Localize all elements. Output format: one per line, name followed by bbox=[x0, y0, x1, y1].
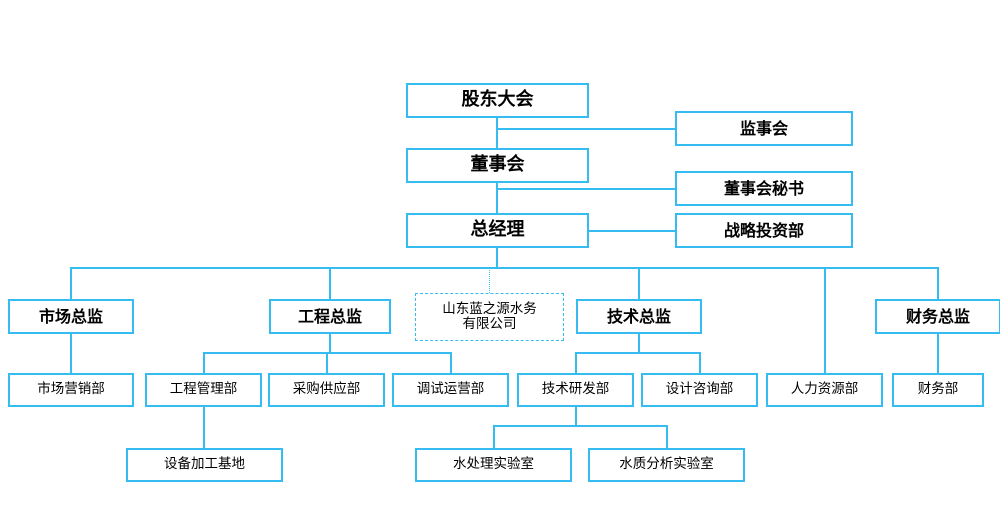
connector-technical-director-down bbox=[638, 334, 640, 352]
connector-labs-bus-to-water-quality bbox=[666, 425, 668, 448]
node-finance-dept[interactable]: 财务部 bbox=[892, 373, 984, 407]
node-engineering-director[interactable]: 工程总监 bbox=[269, 299, 391, 334]
node-rnd-dept[interactable]: 技术研发部 bbox=[517, 373, 634, 407]
connector-tech-bus-to-rnd bbox=[575, 352, 577, 373]
connector-eng-bus-to-mgmt bbox=[203, 352, 205, 373]
node-market-director[interactable]: 市场总监 bbox=[8, 299, 134, 334]
node-finance-director[interactable]: 财务总监 bbox=[875, 299, 1000, 334]
connector-gm-down-trunk bbox=[496, 248, 498, 268]
connector-market-director-down bbox=[70, 334, 72, 373]
node-technical-director[interactable]: 技术总监 bbox=[576, 299, 702, 334]
connector-bus-to-market-director bbox=[70, 267, 72, 299]
node-water-treatment-lab[interactable]: 水处理实验室 bbox=[415, 448, 572, 482]
node-procurement-dept[interactable]: 采购供应部 bbox=[268, 373, 385, 407]
node-board-secretary[interactable]: 董事会秘书 bbox=[675, 171, 853, 206]
node-engineering-mgmt-dept[interactable]: 工程管理部 bbox=[145, 373, 262, 407]
connector-tech-bus-to-design bbox=[699, 352, 701, 373]
connector-engineering-director-down bbox=[329, 334, 331, 352]
connector-gm-to-strategic bbox=[589, 230, 675, 232]
connector-bus-to-finance-director bbox=[937, 267, 939, 299]
node-shareholders[interactable]: 股东大会 bbox=[406, 83, 589, 118]
connector-eng-bus-to-commissioning bbox=[450, 352, 452, 373]
connector-board-down-stub bbox=[496, 183, 498, 213]
connector-bus-to-engineering-director bbox=[329, 267, 331, 299]
connector-labs-bus-to-water-treatment bbox=[493, 425, 495, 448]
node-equipment-base[interactable]: 设备加工基地 bbox=[126, 448, 283, 482]
connector-rnd-down bbox=[575, 407, 577, 425]
connector-board-to-secretary bbox=[496, 188, 675, 190]
connector-shareholders-to-supervisory bbox=[496, 128, 675, 130]
connector-bus-to-hr bbox=[824, 267, 826, 373]
node-company[interactable]: 山东蓝之源水务 有限公司 bbox=[415, 293, 564, 341]
connector-shareholders-down-stub bbox=[496, 118, 498, 148]
node-design-consult-dept[interactable]: 设计咨询部 bbox=[641, 373, 758, 407]
connector-eng-mgmt-to-base bbox=[203, 407, 205, 448]
node-commissioning-dept[interactable]: 调试运营部 bbox=[392, 373, 509, 407]
node-supervisory[interactable]: 监事会 bbox=[675, 111, 853, 146]
connector-labs-bus bbox=[493, 425, 667, 427]
connector-eng-bus-to-procurement bbox=[326, 352, 328, 373]
node-general-manager[interactable]: 总经理 bbox=[406, 213, 589, 248]
node-board[interactable]: 董事会 bbox=[406, 148, 589, 183]
node-water-quality-lab[interactable]: 水质分析实验室 bbox=[588, 448, 745, 482]
node-strategic-investment[interactable]: 战略投资部 bbox=[675, 213, 853, 248]
node-marketing-dept[interactable]: 市场营销部 bbox=[8, 373, 134, 407]
connector-technical-children-bus bbox=[575, 352, 700, 354]
connector-gm-bus bbox=[70, 267, 938, 269]
connector-bus-to-company-dotted bbox=[489, 267, 490, 293]
node-hr-dept[interactable]: 人力资源部 bbox=[766, 373, 883, 407]
connector-finance-director-down bbox=[937, 334, 939, 373]
connector-bus-to-technical-director bbox=[638, 267, 640, 299]
